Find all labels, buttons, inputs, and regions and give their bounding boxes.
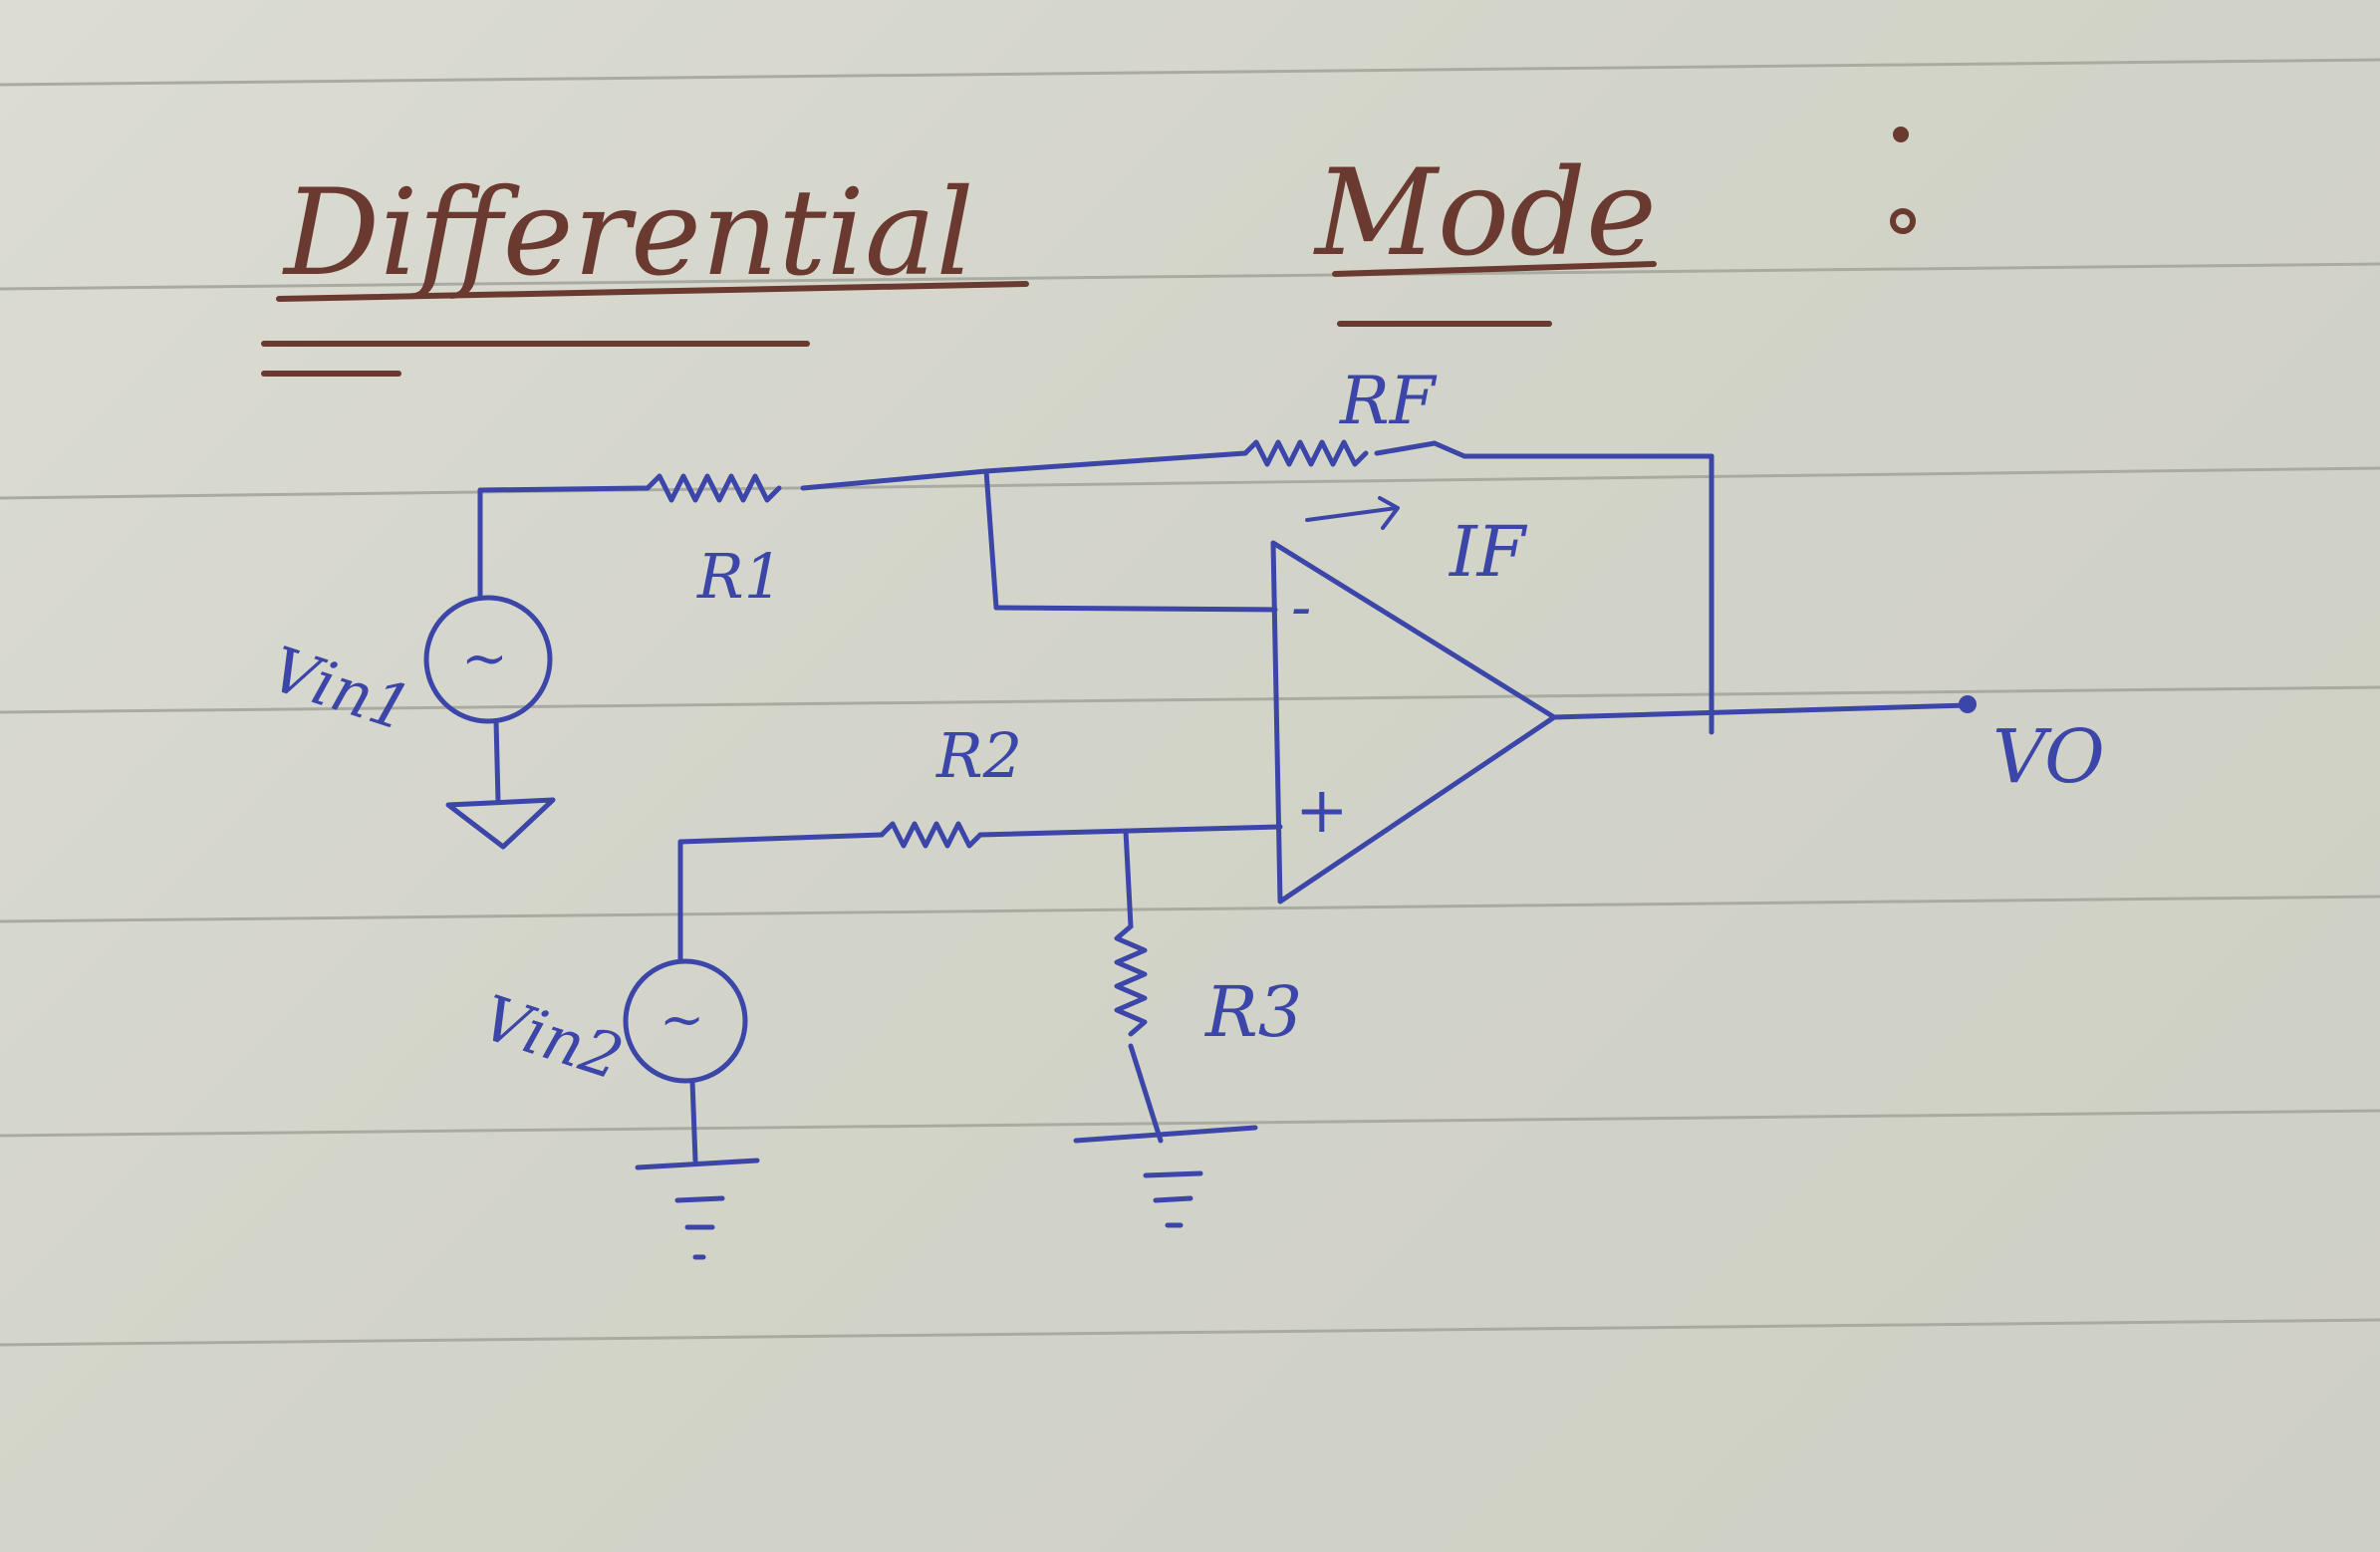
resistor-r1 bbox=[645, 473, 782, 503]
r3-branch: R3 bbox=[1073, 828, 1302, 1228]
ac-symbol-vin2: ~ bbox=[660, 988, 704, 1051]
ground-vin1 bbox=[445, 797, 556, 850]
label-r2: R2 bbox=[935, 719, 1022, 792]
label-if: IF bbox=[1448, 511, 1528, 593]
op-amp-triangle bbox=[1270, 540, 1557, 905]
op-amp-plus: + bbox=[1295, 774, 1349, 848]
label-vin1: Vin1 bbox=[262, 633, 419, 746]
r1-branch: R1 bbox=[477, 468, 989, 613]
notebook-rules bbox=[0, 58, 2380, 1347]
feedback-branch: RF IF bbox=[983, 363, 1715, 735]
label-vin2: Vin2 bbox=[473, 981, 631, 1095]
resistor-r3 bbox=[1114, 923, 1148, 1037]
if-arrow bbox=[1378, 496, 1400, 530]
resistor-rf bbox=[1242, 439, 1369, 467]
ac-source-vin2 bbox=[623, 958, 748, 1084]
vin1-source: ~ Vin1 bbox=[262, 595, 556, 850]
label-r3: R3 bbox=[1203, 971, 1302, 1053]
inverting-input-wire bbox=[983, 468, 1278, 613]
title-word-differential: Differential bbox=[282, 164, 974, 303]
op-amp: - + bbox=[1270, 540, 1557, 905]
resistor-r2 bbox=[879, 821, 983, 849]
label-rf: RF bbox=[1339, 363, 1438, 439]
label-vo: VO bbox=[1992, 714, 2105, 800]
r2-branch: R2 bbox=[677, 719, 1283, 964]
title-word-mode: Mode bbox=[1313, 144, 1657, 283]
colon-dot-top bbox=[1893, 127, 1909, 142]
ac-symbol-vin1: ~ bbox=[461, 627, 508, 691]
vin2-source: ~ Vin2 bbox=[473, 958, 760, 1260]
output-terminal bbox=[1959, 695, 1977, 713]
title: Differential Mode bbox=[261, 127, 1916, 377]
ac-source-vin1 bbox=[423, 595, 553, 724]
op-amp-minus: - bbox=[1291, 573, 1311, 643]
output: VO bbox=[1551, 695, 2105, 800]
colon-dot-bottom bbox=[1890, 208, 1916, 234]
label-r1: R1 bbox=[696, 540, 783, 613]
